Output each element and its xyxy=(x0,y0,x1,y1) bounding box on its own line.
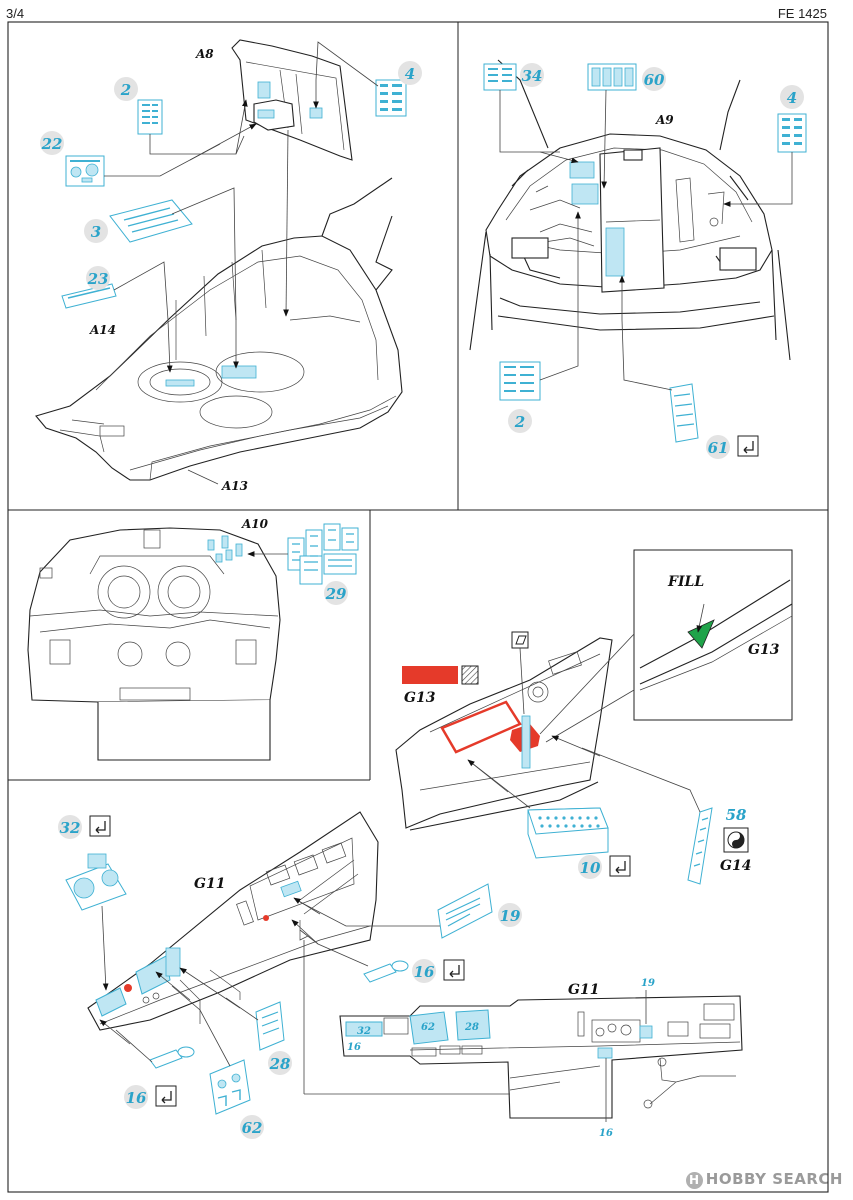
part-number-32: 32 xyxy=(60,819,81,837)
badge-bg xyxy=(498,903,522,927)
panel-borders xyxy=(7,21,829,1193)
part-number-4-right: 4 xyxy=(787,89,797,107)
product-code: FE 1425 xyxy=(777,6,827,21)
badge-bg xyxy=(40,131,64,155)
badge-bg xyxy=(412,959,436,983)
part-number-29: 29 xyxy=(325,585,347,603)
part-a8-bulkhead xyxy=(231,39,353,161)
label-a13: A13 xyxy=(221,479,248,493)
decal-22 xyxy=(65,155,105,187)
part-number-16-left: 16 xyxy=(126,1089,147,1107)
badge-bg xyxy=(124,1085,148,1109)
badge-bg xyxy=(508,409,532,433)
badge-bg xyxy=(780,85,804,109)
sheet-number: 3/4 xyxy=(6,6,25,21)
small-number-16-right: 16 xyxy=(599,1128,613,1139)
panel-front-bulkhead: A10 29 xyxy=(27,517,359,761)
label-g13-left: G13 xyxy=(404,690,436,706)
panel-cockpit-tub: A8 A13 A14 xyxy=(35,39,422,493)
part-number-2-right: 2 xyxy=(514,413,525,431)
badge-bg xyxy=(398,61,422,85)
two-sided-icon xyxy=(723,827,749,853)
decal-32 xyxy=(65,853,127,911)
decal-60 xyxy=(587,63,637,91)
fold-icon xyxy=(737,435,759,457)
part-number-16-center: 16 xyxy=(414,963,435,981)
fold-icon xyxy=(155,1085,177,1107)
badge-bg xyxy=(642,67,666,91)
label-g14: G14 xyxy=(720,858,751,874)
decal-58 xyxy=(687,807,713,885)
panel-side-console: G13 FILL G13 10 xyxy=(395,549,793,885)
hobby-logo-icon: H xyxy=(685,1172,703,1189)
label-a10: A10 xyxy=(241,517,269,531)
small-number-62: 62 xyxy=(421,1022,435,1033)
part-number-61: 61 xyxy=(708,439,729,457)
badge-bg xyxy=(114,77,138,101)
decal-2-right xyxy=(499,361,541,401)
part-number-23: 23 xyxy=(87,270,109,288)
part-number-19: 19 xyxy=(500,907,521,925)
part-number-58: 58 xyxy=(726,806,747,824)
decal-61 xyxy=(669,383,699,443)
part-number-3: 3 xyxy=(91,223,101,241)
decal-2 xyxy=(137,99,163,135)
part-g11-3d xyxy=(87,811,379,1031)
hatched-swatch-icon xyxy=(511,631,529,649)
label-fill: FILL xyxy=(667,574,704,590)
part-a13-tub xyxy=(35,177,403,481)
badge-bg xyxy=(58,815,82,839)
fold-icon xyxy=(443,959,465,981)
decal-10 xyxy=(527,807,609,859)
decal-16-center xyxy=(363,960,409,983)
label-g11-flat: G11 xyxy=(568,982,599,998)
decal-19 xyxy=(437,883,493,939)
decal-16-left xyxy=(149,1046,195,1069)
badge-bg xyxy=(268,1051,292,1075)
small-number-16-left: 16 xyxy=(347,1042,361,1053)
label-a14: A14 xyxy=(89,323,116,337)
part-number-28: 28 xyxy=(269,1055,291,1073)
decal-29 xyxy=(287,523,359,585)
part-number-62: 62 xyxy=(242,1119,263,1137)
badge-bg xyxy=(578,855,602,879)
badge-bg xyxy=(520,63,544,87)
panel-instrument-panel: G11 32 19 16 xyxy=(58,811,743,1139)
part-number-22: 22 xyxy=(41,135,63,153)
panel-rear-bulkhead: A9 34 60 4 xyxy=(469,59,807,459)
part-a9-bulkhead xyxy=(485,133,773,293)
label-a8: A8 xyxy=(195,47,214,61)
part-number-10: 10 xyxy=(580,859,601,877)
small-number-19: 19 xyxy=(641,978,655,989)
decal-28 xyxy=(255,1001,285,1051)
fill-detail-inset xyxy=(633,549,793,721)
decal-4-top xyxy=(375,79,407,117)
decal-4-right xyxy=(777,113,807,153)
part-number-2: 2 xyxy=(120,81,131,99)
label-a9: A9 xyxy=(655,113,674,127)
small-number-28: 28 xyxy=(464,1022,479,1033)
badge-bg xyxy=(86,266,110,290)
badge-bg xyxy=(324,581,348,605)
badge-bg xyxy=(706,435,730,459)
badge-bg xyxy=(84,219,108,243)
decal-62 xyxy=(209,1059,251,1115)
part-number-4-top: 4 xyxy=(405,65,415,83)
part-number-60: 60 xyxy=(644,71,665,89)
label-g13-inset: G13 xyxy=(748,642,780,658)
part-number-34: 34 xyxy=(522,67,543,85)
fold-icon xyxy=(89,815,111,837)
decal-3 xyxy=(109,199,193,243)
part-g11-flat xyxy=(339,995,743,1119)
label-g11-3d: G11 xyxy=(194,876,225,892)
part-side-panel xyxy=(395,637,613,831)
fold-icon xyxy=(609,855,631,877)
badge-bg xyxy=(240,1115,264,1139)
part-a10-bulkhead xyxy=(27,527,281,761)
g13-color-swatch xyxy=(402,665,479,685)
small-number-32: 32 xyxy=(357,1026,371,1037)
decal-34 xyxy=(483,63,517,91)
